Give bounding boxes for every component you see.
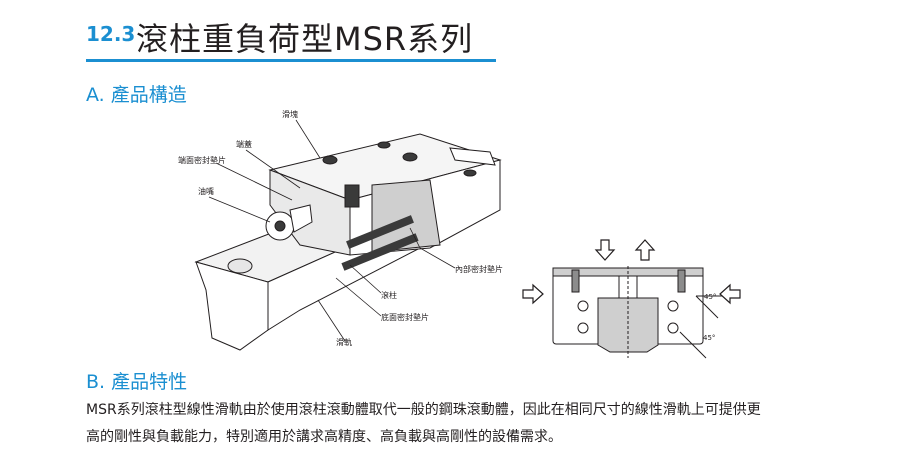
- block-illustration: [268, 133, 502, 256]
- label-inner-seal: 內部密封墊片: [455, 264, 503, 274]
- arrow-left-icon: [719, 283, 741, 305]
- leader-lines: [208, 119, 456, 342]
- label-angle-top: 45°: [704, 293, 716, 301]
- title-text: 滾柱重負荷型MSR系列: [136, 20, 474, 58]
- label-angle-bottom: 45°: [703, 334, 715, 342]
- arrow-icons: [522, 239, 741, 305]
- features-paragraph: MSR系列滾柱型線性滑軌由於使用滾柱滾動體取代一般的鋼珠滾動體，因此在相同尺寸的…: [86, 397, 866, 451]
- features-line-1: MSR系列滾柱型線性滑軌由於使用滾柱滾動體取代一般的鋼珠滾動體，因此在相同尺寸的…: [86, 402, 761, 418]
- section-number: 12.3: [86, 22, 136, 46]
- label-grease-nipple: 油嘴: [198, 186, 214, 196]
- label-bottom-seal: 底面密封墊片: [381, 312, 429, 322]
- label-roller: 滾柱: [381, 290, 397, 300]
- grease-nipple-illustration: [265, 184, 360, 241]
- label-end-seal: 端面密封墊片: [178, 155, 226, 165]
- label-end-cap: 端蓋: [236, 139, 252, 149]
- arrow-down-icon: [594, 239, 616, 261]
- roller-rows: [341, 215, 419, 271]
- section-view-illustration: [552, 266, 722, 359]
- section-heading-structure: A. 產品構造: [86, 84, 187, 106]
- arrow-up-icon: [634, 239, 656, 261]
- label-rail: 滑軌: [336, 337, 352, 347]
- section-heading-features: B. 產品特性: [86, 371, 188, 393]
- arrow-right-icon: [522, 283, 544, 305]
- title-underline: [86, 59, 496, 62]
- features-line-2: 高的剛性與負載能力，特別適用於講求高精度、高負載與高剛性的設備需求。: [86, 429, 562, 445]
- label-block: 滑塊: [282, 109, 298, 119]
